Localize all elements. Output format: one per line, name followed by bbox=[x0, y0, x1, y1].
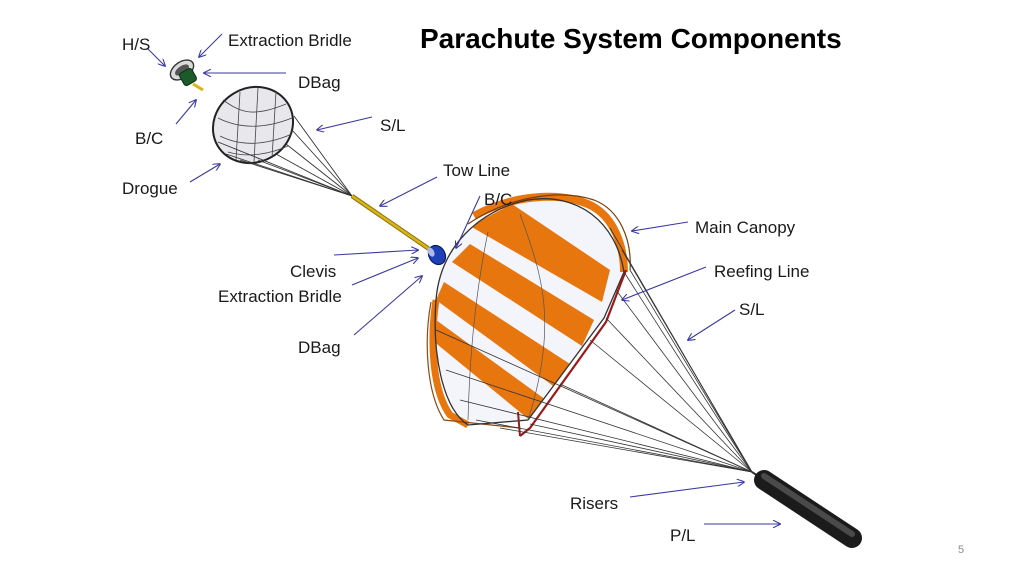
arrows bbox=[146, 33, 780, 524]
bc-main-bag bbox=[427, 244, 447, 266]
label-bc-top: B/C bbox=[135, 129, 163, 148]
tow-line bbox=[350, 194, 434, 253]
slide-title: Parachute System Components bbox=[420, 23, 842, 54]
label-drogue: Drogue bbox=[122, 179, 178, 198]
label-reefing-line: Reefing Line bbox=[714, 262, 809, 281]
label-sl-main: S/L bbox=[739, 300, 765, 319]
drogue-canopy bbox=[211, 85, 295, 165]
label-dbag-mid: DBag bbox=[298, 338, 341, 357]
label-sl-drogue: S/L bbox=[380, 116, 406, 135]
label-clevis: Clevis bbox=[290, 262, 336, 281]
page-number: 5 bbox=[958, 544, 964, 556]
main-suspension-lines bbox=[435, 227, 753, 473]
label-main-canopy: Main Canopy bbox=[695, 218, 796, 237]
label-extraction-bridle-mid: Extraction Bridle bbox=[218, 287, 342, 306]
main-canopy bbox=[426, 192, 631, 429]
label-bc-main: B/C bbox=[484, 190, 512, 209]
label-pl: P/L bbox=[670, 526, 696, 545]
label-tow-line: Tow Line bbox=[443, 161, 510, 180]
dbag-top bbox=[179, 68, 204, 92]
label-extraction-bridle-top: Extraction Bridle bbox=[228, 31, 352, 50]
payload bbox=[751, 470, 862, 548]
label-hs: H/S bbox=[122, 35, 150, 54]
drogue-suspension-lines bbox=[217, 115, 353, 197]
label-risers: Risers bbox=[570, 494, 618, 513]
label-dbag-top: DBag bbox=[298, 73, 341, 92]
